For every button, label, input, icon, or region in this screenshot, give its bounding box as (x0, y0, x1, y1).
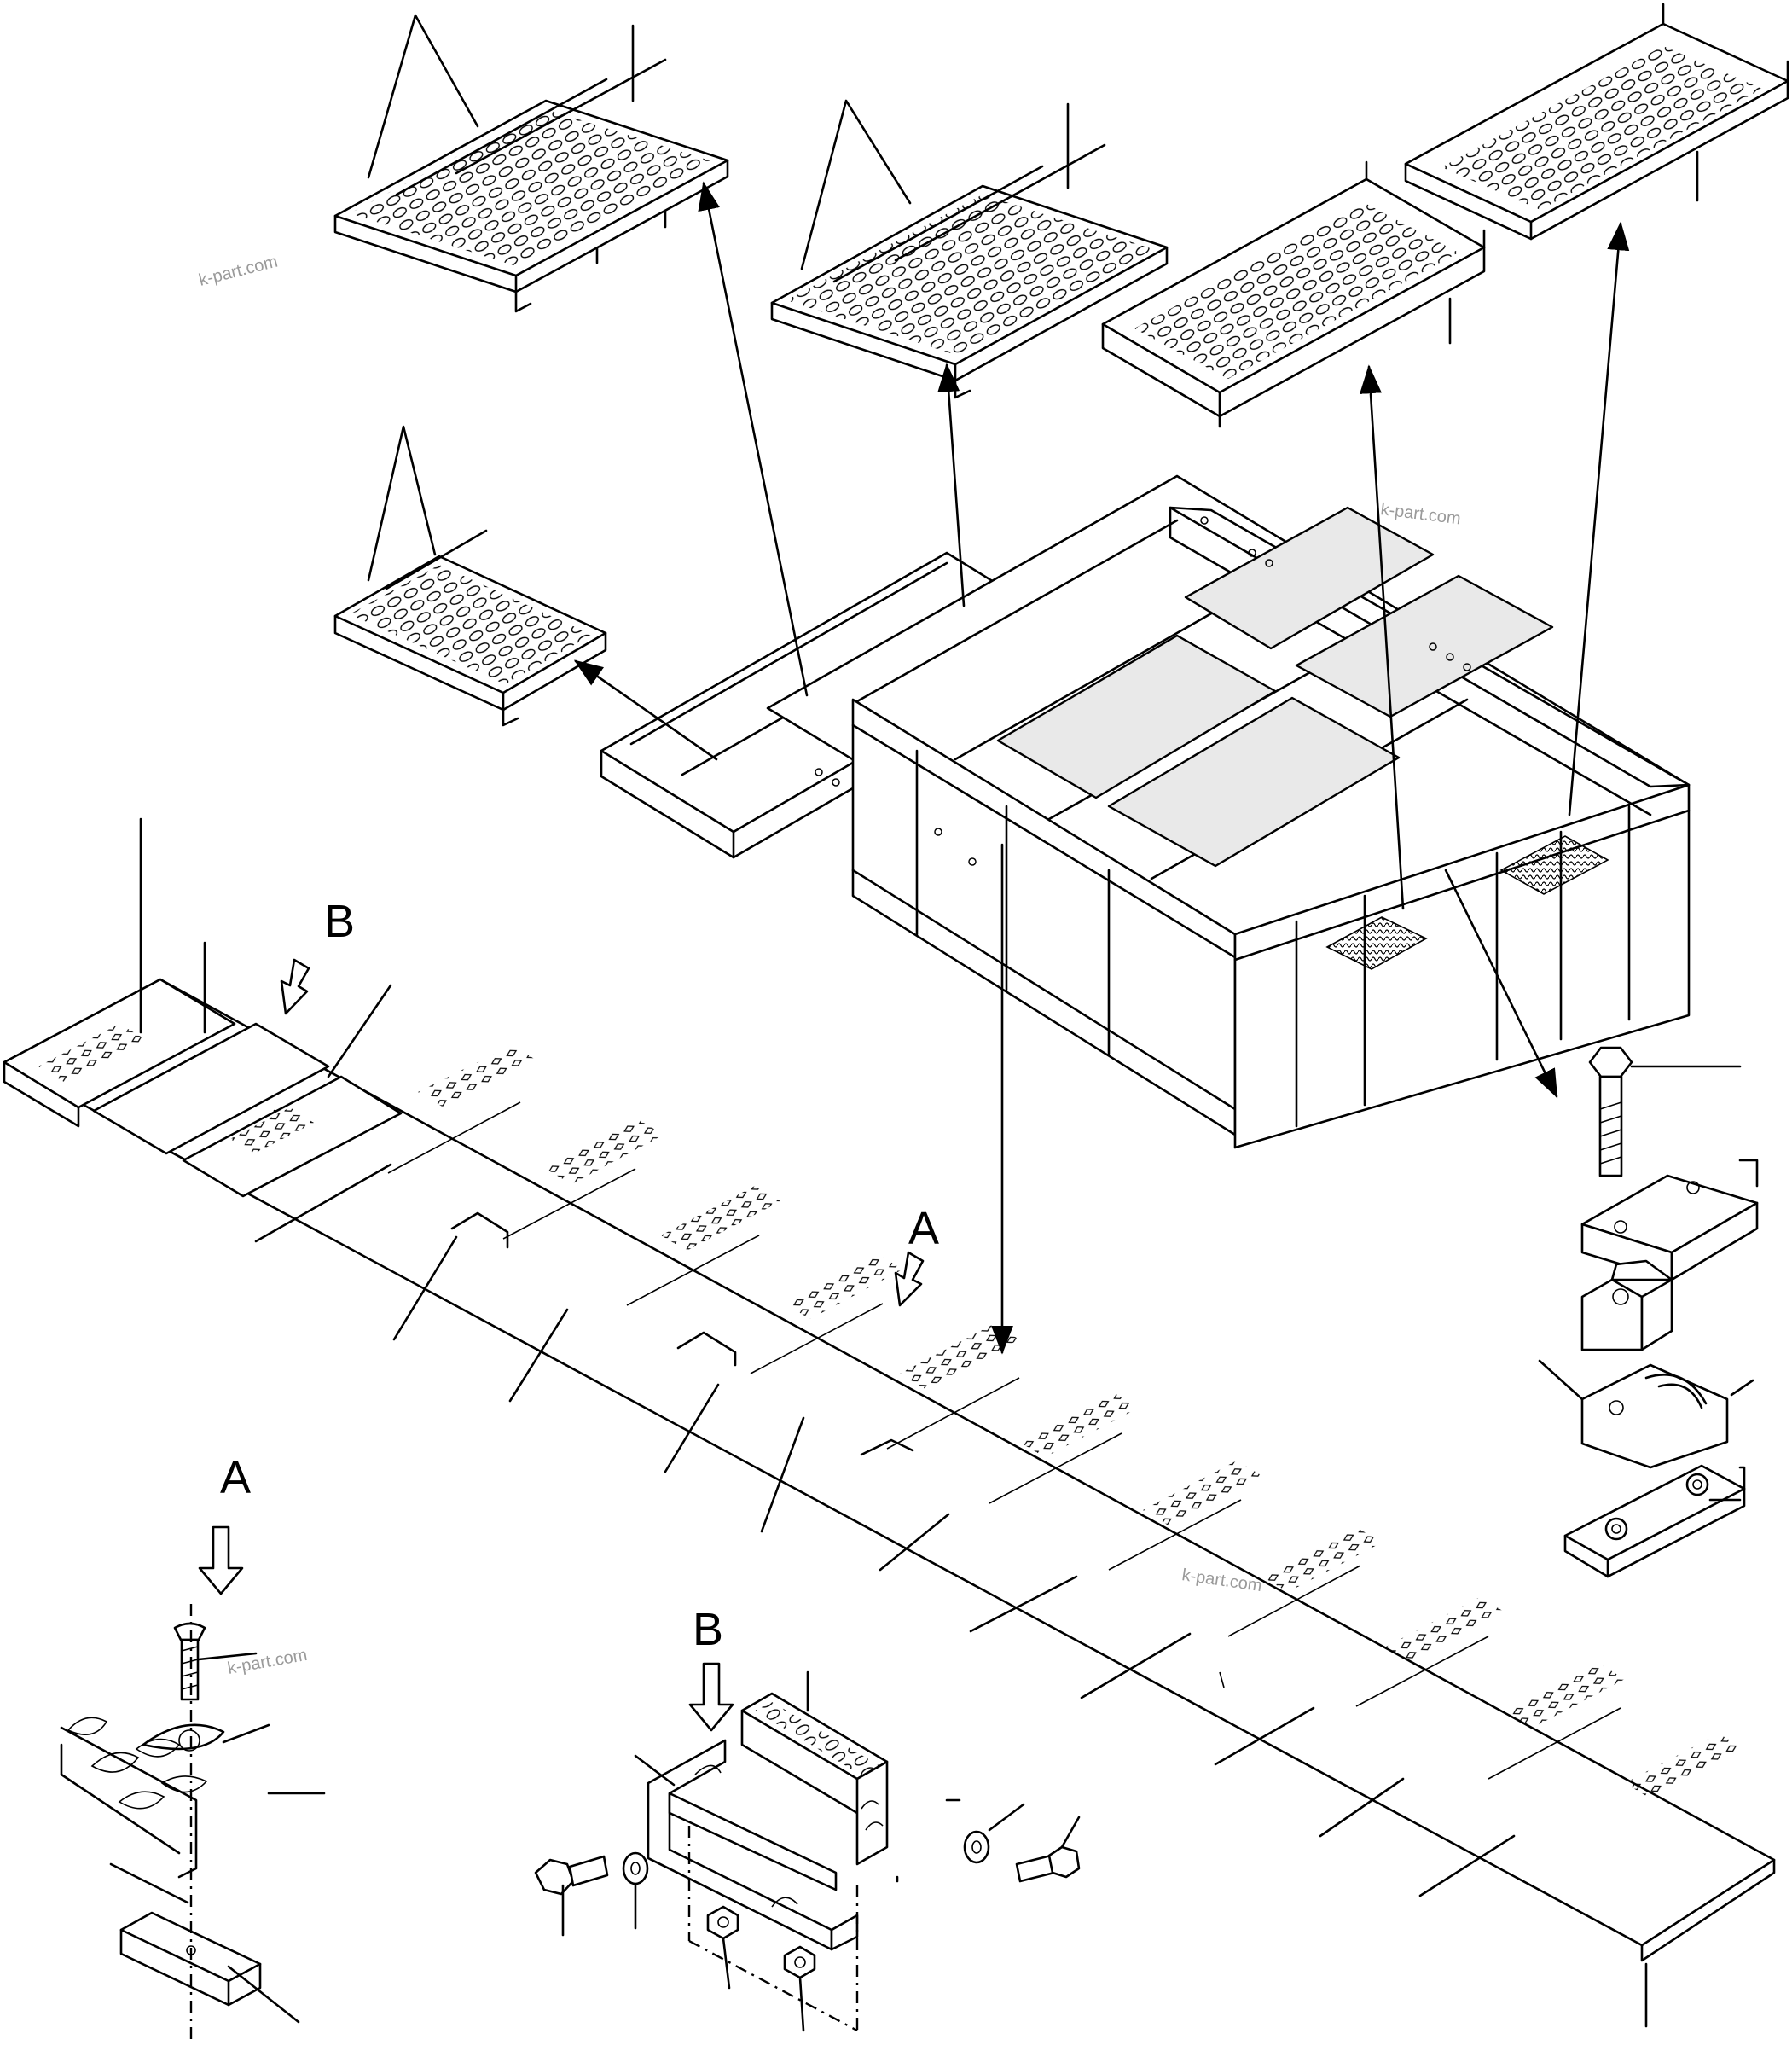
assembly-arrows (573, 181, 1630, 1355)
leader-lines-top-left (367, 14, 635, 179)
callout-a-detail: A (220, 1452, 251, 1503)
channel-tray-middle (1101, 160, 1486, 428)
grating-panel-left (333, 529, 607, 727)
callout-a-arrow (894, 1251, 925, 1307)
main-frame-assembly (600, 474, 1691, 1149)
callout-a-main: A (908, 1203, 939, 1254)
bracket-detail-right (1538, 1046, 1759, 1578)
callout-b-detail: B (693, 1604, 723, 1655)
leader-lines-top-middle (800, 99, 1070, 270)
leader-lines-left-grating (367, 425, 437, 582)
watermark-1: k-part.com (197, 253, 280, 290)
callout-b-main: B (324, 896, 355, 947)
grating-panel-top-middle (770, 143, 1169, 399)
detail-b (534, 1662, 1081, 2032)
callout-b-arrow (280, 958, 310, 1015)
detail-a (60, 1525, 326, 2043)
watermark-2: k-part.com (1379, 500, 1461, 528)
walkway-strip (3, 817, 1776, 2028)
watermark-4: k-part.com (226, 1646, 309, 1678)
grating-panel-top-left (333, 58, 729, 313)
channel-tray-right (1404, 3, 1789, 241)
